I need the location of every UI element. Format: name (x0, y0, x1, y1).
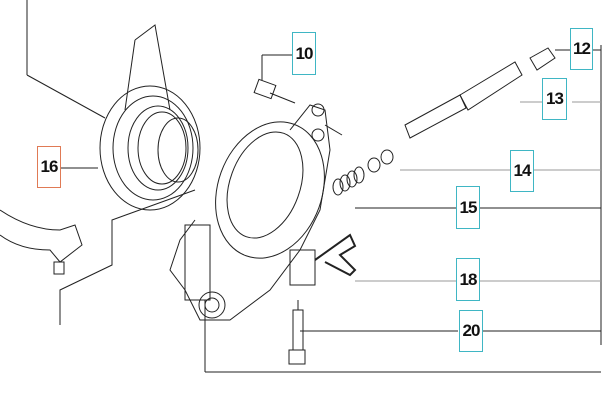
callout-15[interactable]: 15 (456, 186, 480, 229)
callout-13[interactable]: 13 (542, 78, 567, 120)
part-13-drawing (404, 47, 556, 139)
part-16-drawing (99, 24, 201, 211)
hose-drawing (0, 209, 83, 275)
callout-20[interactable]: 20 (459, 310, 483, 352)
pump-body-drawing (169, 103, 331, 321)
part-10-drawing (253, 78, 343, 136)
part-15-drawing (332, 166, 365, 196)
leader-lines (26, 0, 602, 373)
callout-16[interactable]: 16 (37, 146, 61, 188)
part-18-arrow-drawing (314, 233, 357, 277)
callout-12[interactable]: 12 (570, 28, 593, 70)
callout-18[interactable]: 18 (456, 258, 480, 301)
callout-10[interactable]: 10 (292, 32, 316, 75)
part-14-drawing (367, 149, 394, 173)
part-20-drawing (288, 300, 306, 365)
callout-14[interactable]: 14 (510, 150, 534, 192)
